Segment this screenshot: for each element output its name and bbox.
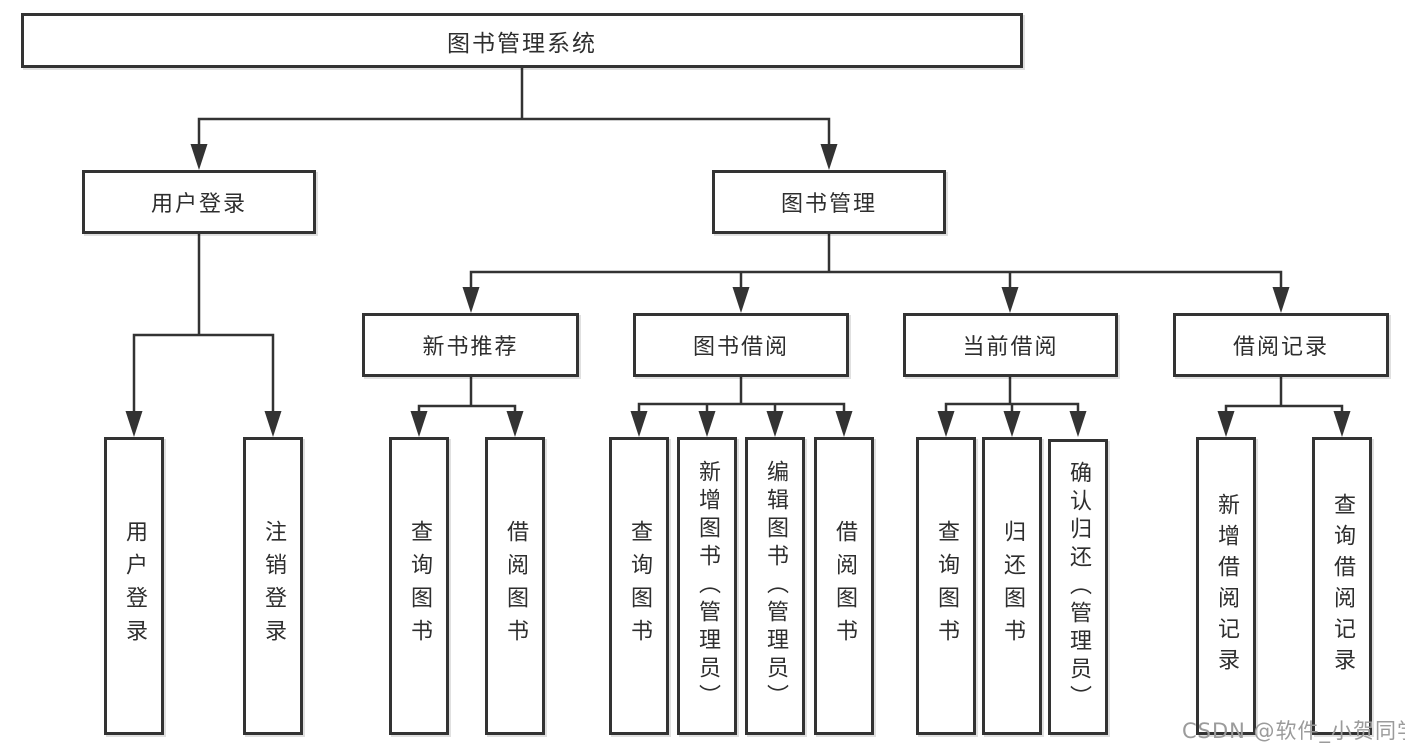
node-label: 图书管理 bbox=[780, 192, 877, 217]
leaf-confirm-return-admin: 确认归还（管理员） bbox=[1048, 439, 1108, 735]
node-label: 用户登录 bbox=[122, 520, 147, 652]
arrowheads bbox=[125, 144, 1351, 437]
node-label: 查询图书 bbox=[407, 520, 432, 652]
leaf-query-books-recommend: 查询图书 bbox=[389, 437, 449, 735]
node-label: 新书推荐 bbox=[422, 335, 519, 360]
node-new-book-recommendation: 新书推荐 bbox=[362, 313, 579, 377]
node-label: 查询借阅记录 bbox=[1330, 493, 1355, 679]
leaf-query-books-current: 查询图书 bbox=[916, 437, 976, 735]
leaf-borrow-books-recommend: 借阅图书 bbox=[485, 437, 545, 735]
node-borrowing-records: 借阅记录 bbox=[1173, 313, 1389, 377]
node-label: 新增借阅记录 bbox=[1214, 493, 1239, 679]
node-label: 注销登录 bbox=[261, 520, 286, 652]
node-label: 查询图书 bbox=[627, 520, 652, 652]
leaf-return-book: 归还图书 bbox=[982, 437, 1042, 735]
node-label: 图书借阅 bbox=[692, 335, 789, 360]
leaf-logout: 注销登录 bbox=[243, 437, 303, 735]
leaf-query-borrow-record: 查询借阅记录 bbox=[1312, 437, 1372, 735]
node-current-borrowing: 当前借阅 bbox=[903, 313, 1118, 377]
node-book-borrowing: 图书借阅 bbox=[633, 313, 849, 377]
node-label: 确认归还（管理员） bbox=[1066, 461, 1091, 713]
node-book-management: 图书管理 bbox=[712, 170, 946, 234]
leaf-add-book-admin: 新增图书（管理员） bbox=[677, 437, 737, 735]
node-label: 编辑图书（管理员） bbox=[763, 460, 788, 712]
leaf-user-login: 用户登录 bbox=[104, 437, 164, 735]
node-label: 借阅图书 bbox=[503, 520, 528, 652]
leaf-query-books-borrowing: 查询图书 bbox=[609, 437, 669, 735]
leaf-edit-book-admin: 编辑图书（管理员） bbox=[745, 437, 805, 735]
leaf-add-borrow-record: 新增借阅记录 bbox=[1196, 437, 1256, 735]
node-label: 用户登录 bbox=[150, 192, 247, 217]
node-label: 新增图书（管理员） bbox=[695, 460, 720, 712]
node-label: 当前借阅 bbox=[962, 335, 1059, 360]
node-user-login: 用户登录 bbox=[82, 170, 316, 234]
node-label: 图书管理系统 bbox=[447, 30, 597, 57]
leaf-borrow-books-borrowing: 借阅图书 bbox=[814, 437, 874, 735]
node-label: 借阅图书 bbox=[832, 520, 857, 652]
node-library-management-system: 图书管理系统 bbox=[21, 13, 1023, 68]
node-label: 查询图书 bbox=[934, 520, 959, 652]
node-label: 归还图书 bbox=[1000, 520, 1025, 652]
connector-paths bbox=[132, 66, 1344, 416]
watermark: CSDN @软件_小贺同学 bbox=[1182, 719, 1405, 743]
node-label: 借阅记录 bbox=[1232, 335, 1329, 360]
